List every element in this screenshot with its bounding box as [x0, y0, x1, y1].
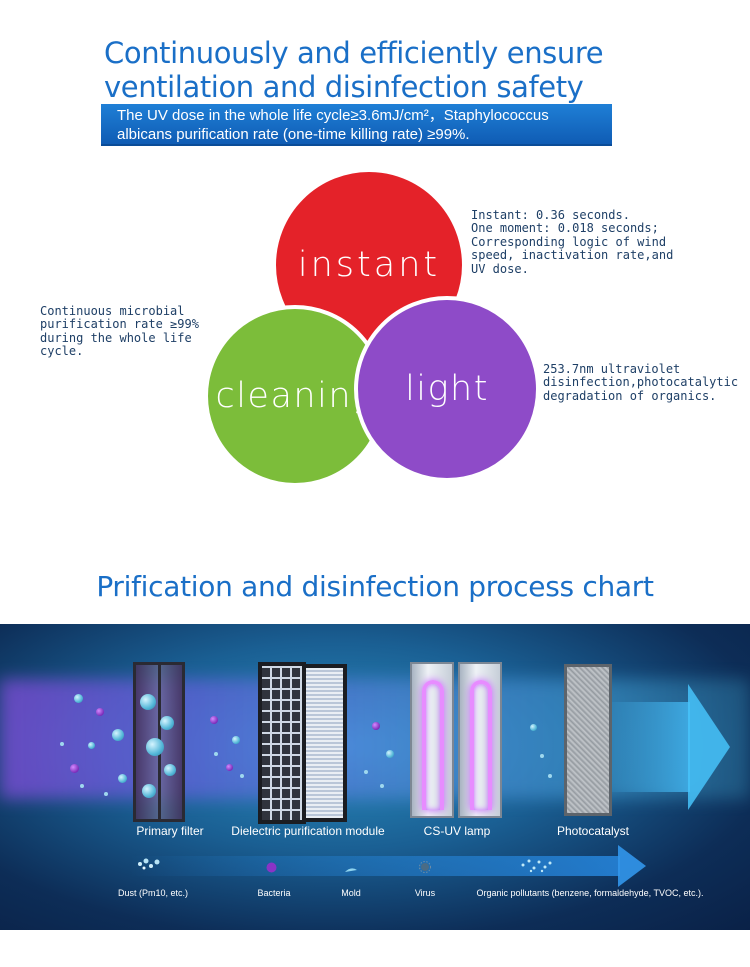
dust-particle	[118, 774, 127, 783]
organic-particle	[214, 752, 218, 756]
trapped-dust	[160, 716, 174, 730]
trapped-dust	[146, 738, 164, 756]
legend-label-dust: Dust (Pm10, etc.)	[117, 888, 189, 898]
photocatalyst-panel	[564, 664, 612, 816]
uv-tube-icon	[470, 680, 492, 810]
organic-particle	[80, 784, 84, 788]
legend-label-organic: Organic pollutants (benzene, formaldehyd…	[476, 888, 704, 898]
cleaning-note: Continuous microbial purification rate ≥…	[40, 304, 199, 359]
organic-pollutants-icon	[520, 856, 554, 874]
organic-particle	[104, 792, 108, 796]
dust-particle	[88, 742, 95, 749]
process-chart-title: Prification and disinfection process cha…	[96, 570, 654, 603]
trapped-dust	[164, 764, 176, 776]
virus-particle	[530, 724, 537, 731]
uv-tube-icon	[422, 680, 444, 810]
dust-particle	[112, 729, 124, 741]
stage-label-uv-lamp: CS-UV lamp	[423, 824, 491, 838]
headline: Continuously and efficiently ensure vent…	[104, 36, 724, 104]
cleaning-label: cleaning	[215, 376, 375, 416]
legend-label-mold: Mold	[341, 888, 361, 898]
dielectric-module-grid	[258, 662, 306, 824]
dielectric-module-back-panel	[301, 664, 347, 822]
flow-arrow-body	[600, 702, 690, 792]
uv-lamp-1	[410, 662, 454, 818]
legend-label-virus: Virus	[414, 888, 436, 898]
bacteria-icon	[266, 860, 277, 873]
bacteria-particle	[210, 716, 218, 724]
legend-label-bacteria: Bacteria	[257, 888, 291, 898]
bacteria-particle	[96, 708, 104, 716]
process-illustration: Primary filter Dielectric purification m…	[0, 624, 750, 930]
virus-icon	[419, 860, 431, 873]
light-circle: light	[354, 296, 540, 482]
spec-banner: The UV dose in the whole life cycle≥3.6m…	[101, 104, 612, 146]
legend-arrow-icon	[618, 845, 646, 887]
organic-particle	[380, 784, 384, 788]
bacteria-particle	[226, 764, 233, 771]
uv-lamp-2	[458, 662, 502, 818]
dust-icon	[136, 856, 162, 872]
bacteria-particle	[70, 764, 79, 773]
banner-line-2: albicans purification rate (one-time kil…	[117, 126, 470, 143]
stage-label-dielectric: Dielectric purification module	[231, 824, 385, 838]
flow-arrow-icon	[688, 684, 730, 810]
virus-particle	[232, 736, 240, 744]
light-label: light	[405, 369, 489, 409]
virus-particle	[386, 750, 394, 758]
organic-particle	[540, 754, 544, 758]
organic-particle	[60, 742, 64, 746]
organic-particle	[364, 770, 368, 774]
headline-line-2: ventilation and disinfection safety	[104, 70, 584, 104]
dust-particle	[74, 694, 83, 703]
feature-venn: instant cleaning light	[0, 160, 750, 500]
instant-label: instant	[297, 245, 441, 285]
organic-particle	[240, 774, 244, 778]
organic-particle	[548, 774, 552, 778]
bacteria-particle	[372, 722, 380, 730]
light-note: 253.7nm ultraviolet disinfection,photoca…	[543, 362, 739, 403]
banner-line-1: The UV dose in the whole life cycle≥3.6m…	[117, 107, 549, 124]
legend-arrow-body	[130, 856, 620, 876]
trapped-dust	[142, 784, 156, 798]
trapped-dust	[140, 694, 156, 710]
mold-icon	[344, 862, 358, 872]
instant-note: Instant: 0.36 seconds. One moment: 0.018…	[471, 208, 674, 276]
headline-line-1: Continuously and efficiently ensure	[104, 36, 604, 70]
stage-label-primary-filter: Primary filter	[136, 824, 204, 838]
stage-label-photocatalyst: Photocatalyst	[556, 824, 630, 838]
